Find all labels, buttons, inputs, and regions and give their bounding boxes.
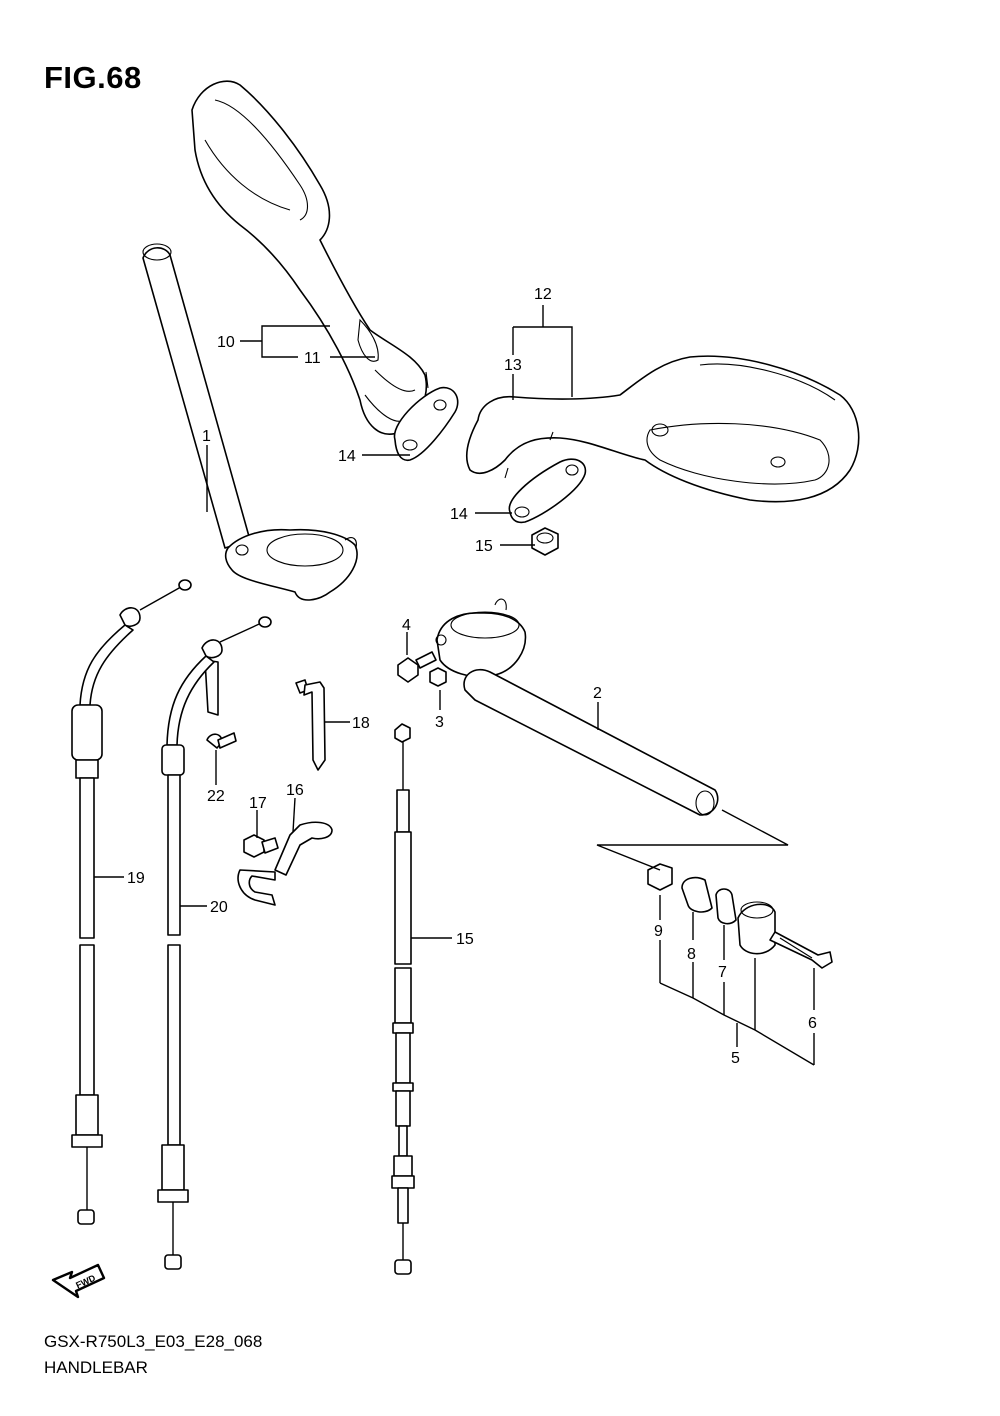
callout-3: 3 [435, 714, 444, 731]
nut-15 [531, 527, 559, 556]
callout-15: 15 [475, 538, 493, 555]
diagram-code: GSX-R750L3_E03_E28_068 [44, 1332, 263, 1351]
callout-6: 6 [808, 1015, 817, 1032]
clutch-cable-16 [391, 723, 415, 1275]
callout-20: 19 [127, 870, 145, 887]
callout-22: 22 [207, 788, 225, 805]
callout-19: 18 [352, 715, 370, 732]
right-mirror [465, 355, 860, 503]
screw-22 [206, 732, 237, 749]
mirror-mount-plate-right [508, 458, 587, 524]
callout-14-right: 14 [450, 506, 468, 523]
bracket-17 [237, 821, 333, 906]
callout-7: 7 [718, 964, 727, 981]
bar-end-weight-assembly [647, 863, 833, 969]
callout-labels: 10 11 12 13 14 14 15 1 2 4 3 18 22 17 16… [127, 286, 817, 1067]
callout-8: 8 [687, 946, 696, 963]
callout-14-left: 14 [338, 448, 356, 465]
washer-3 [429, 667, 447, 687]
left-handlebar [142, 243, 358, 601]
mirror-mount-plate-left [393, 386, 459, 462]
callout-2: 2 [593, 685, 602, 702]
figure-title: FIG.68 [44, 60, 142, 95]
left-mirror [191, 80, 429, 435]
callout-11: 11 [304, 350, 321, 367]
callout-18: 17 [249, 795, 267, 812]
callout-21: 20 [210, 899, 228, 916]
callout-9: 9 [654, 923, 663, 940]
right-handlebar [435, 598, 719, 816]
bolt-18 [243, 834, 279, 858]
throttle-cable-20 [71, 579, 192, 1225]
callout-16: 15 [456, 931, 474, 948]
callout-1: 1 [202, 428, 211, 445]
callout-5: 5 [731, 1050, 740, 1067]
throttle-cable-21 [157, 616, 272, 1270]
callout-17: 16 [286, 782, 304, 799]
callout-13: 13 [504, 357, 522, 374]
diagram-name: HANDLEBAR [44, 1358, 148, 1377]
callout-4: 4 [402, 617, 411, 634]
bolt-4 [397, 651, 437, 683]
callout-10: 10 [217, 334, 235, 351]
callout-12: 12 [534, 286, 552, 303]
leader-lines [94, 305, 815, 1066]
forward-direction-badge: FWD [51, 1263, 106, 1299]
holder-19 [295, 679, 326, 771]
